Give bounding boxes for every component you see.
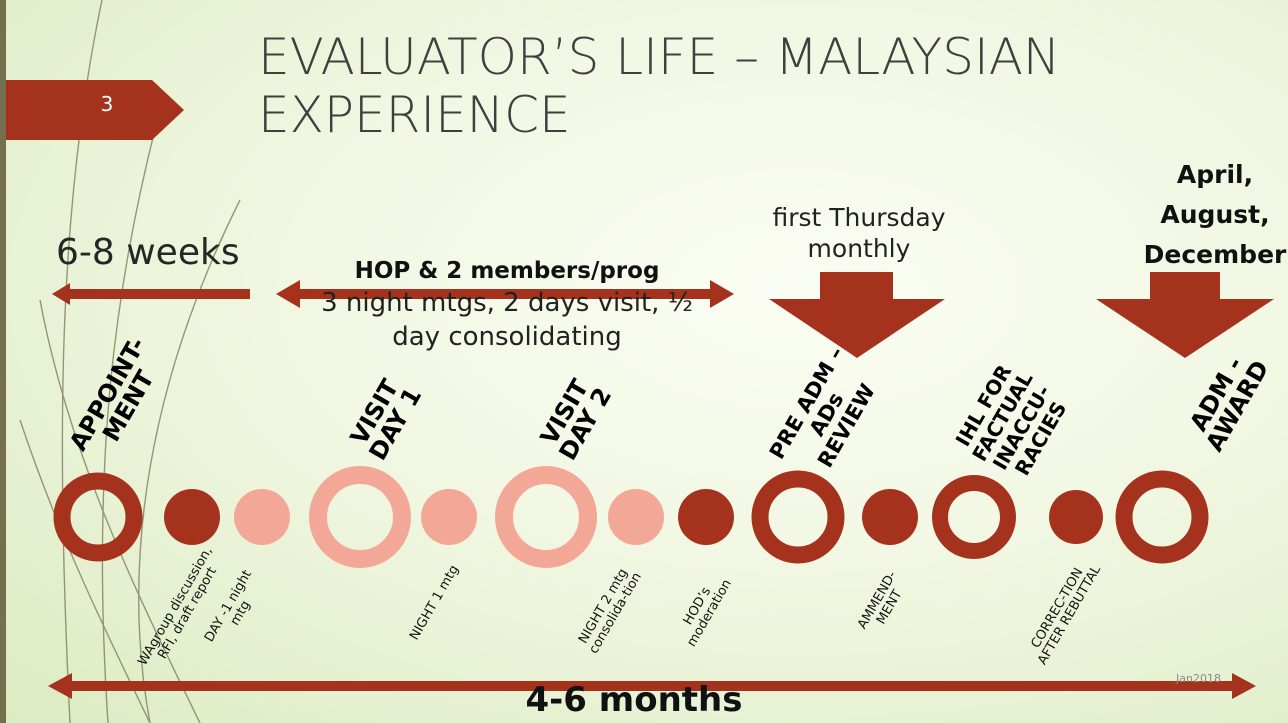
- circle-visit-day-1: [309, 466, 411, 568]
- circle-visit-day-2: [495, 466, 597, 568]
- circle-night-2: [608, 489, 664, 545]
- award-months-label: April, August, December: [1143, 160, 1287, 269]
- circle-night-1: [421, 489, 477, 545]
- total-duration-label: 4-6 months: [525, 680, 743, 720]
- weeks-label: 6-8 weeks: [56, 232, 240, 273]
- circle-correction: [1049, 490, 1103, 544]
- hop-title: HOP & 2 members/prog: [354, 258, 660, 284]
- duration-arrow: [48, 673, 1256, 699]
- circle-hod: [678, 489, 734, 545]
- weeks-arrow: [52, 283, 250, 305]
- footer-date: Jan2018: [1176, 672, 1221, 685]
- slide-number-tab: [6, 80, 184, 140]
- award-down-arrow: [1096, 272, 1274, 358]
- circle-ammendment: [862, 489, 918, 545]
- timeline-circles: [53, 466, 1209, 568]
- pre-adm-down-arrow: [769, 272, 945, 358]
- circle-day-minus-1: [234, 489, 290, 545]
- slide-title: EVALUATOR’S LIFE – MALAYSIAN EXPERIENCE: [258, 28, 1060, 144]
- title-line-2: EXPERIENCE: [258, 86, 571, 144]
- left-accent-bar: [0, 0, 6, 723]
- slide-number: 3: [100, 92, 114, 116]
- circle-award: [1115, 470, 1209, 564]
- hop-double-arrow: [276, 280, 734, 308]
- title-line-1: EVALUATOR’S LIFE – MALAYSIAN: [258, 28, 1061, 86]
- circle-ihl: [932, 475, 1016, 559]
- first-thursday-label: first Thursday monthly: [772, 203, 946, 263]
- hop-callout: HOP & 2 members/prog 3 night mtgs, 2 day…: [300, 256, 714, 354]
- circle-pre-adm: [751, 470, 845, 564]
- hop-detail: 3 night mtgs, 2 days visit, ½ day consol…: [321, 288, 693, 352]
- circle-wagroup: [164, 489, 220, 545]
- circle-appointment: [53, 472, 143, 562]
